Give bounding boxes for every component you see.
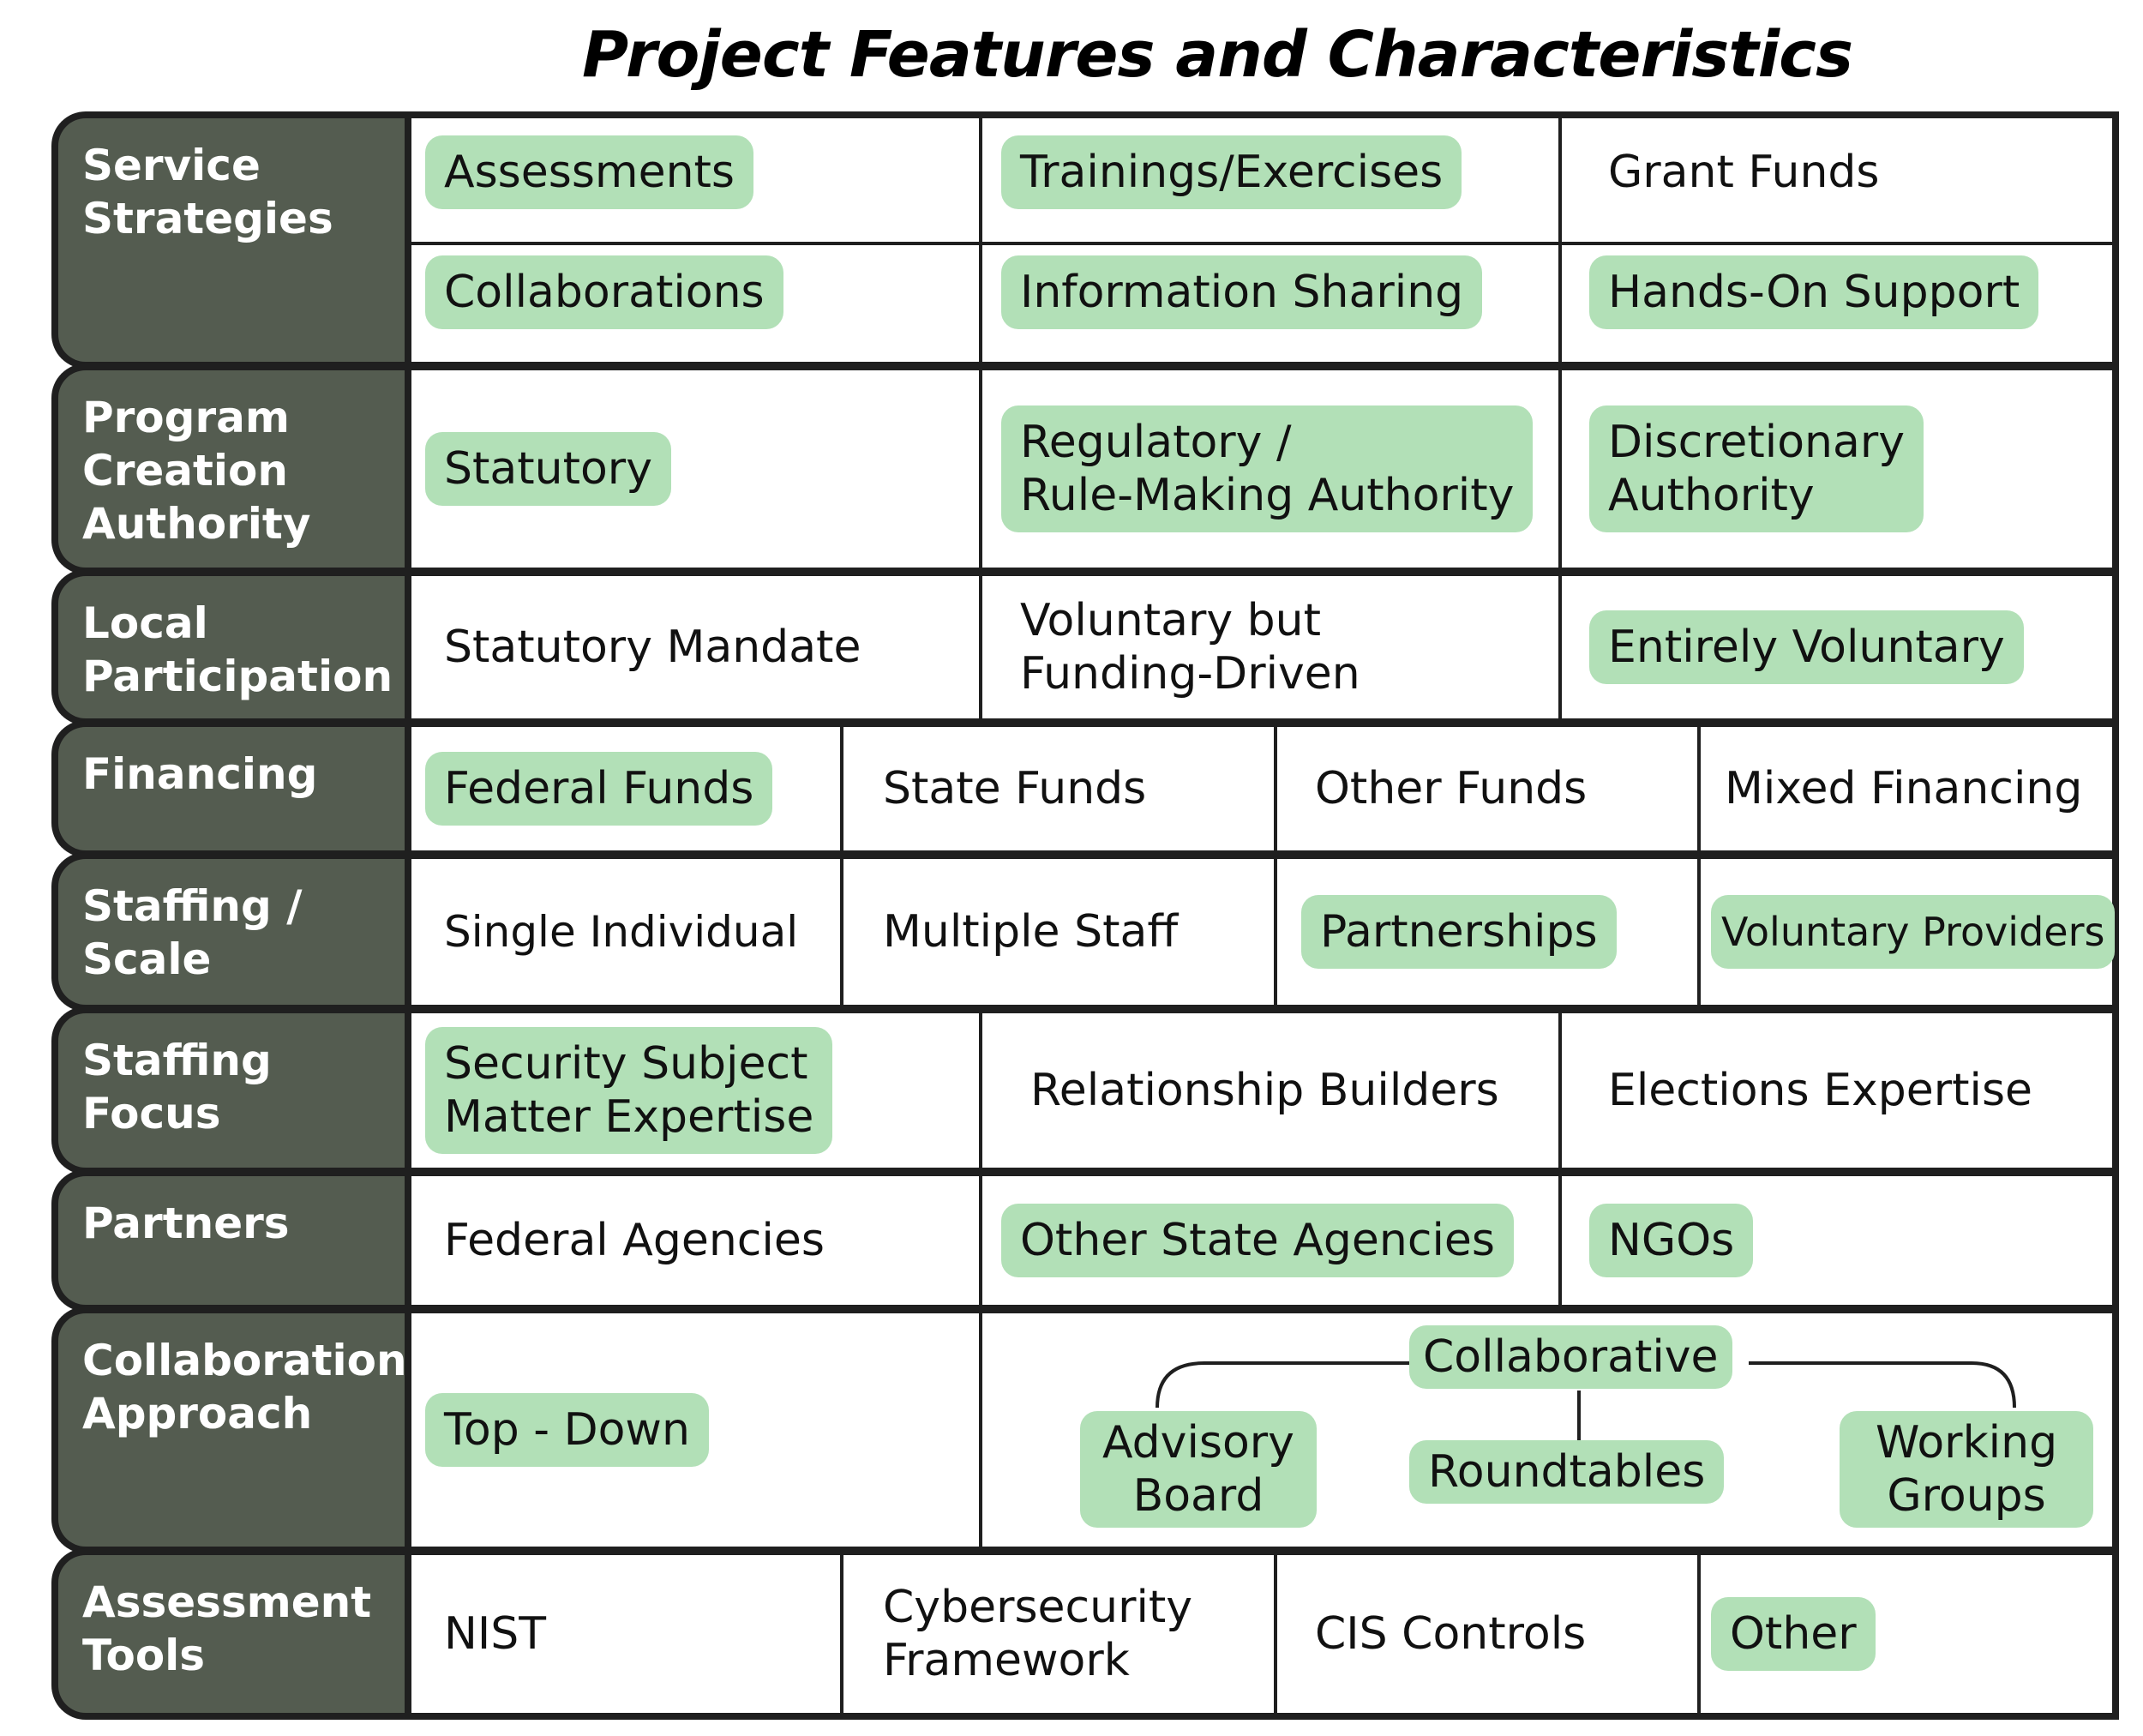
row-header-service-strategies: Service Strategies <box>51 111 411 369</box>
option-voluntary-providers: Voluntary Providers <box>1711 895 2116 969</box>
row-header-program-creation-authority: Program Creation Authority <box>51 363 411 574</box>
option-mixed-financing: Mixed Financing <box>1725 763 2083 814</box>
option-partnerships: Partnerships <box>1301 895 1617 969</box>
row-panel-financing: Federal Funds State Funds Other Funds Mi… <box>405 720 2119 857</box>
option-other-state-agencies: Other State Agencies <box>1001 1204 1514 1277</box>
option-federal-funds: Federal Funds <box>425 752 773 826</box>
row-panel-staffing-scale: Single Individual Multiple Staff Partner… <box>405 852 2119 1012</box>
option-roundtables: Roundtables <box>1409 1440 1725 1504</box>
option-other-funds: Other Funds <box>1315 763 1588 814</box>
option-collaborative: Collaborative <box>1409 1325 1732 1389</box>
option-relationship-builders: Relationship Builders <box>1030 1065 1499 1116</box>
row-header-staffing-scale: Staffing / Scale <box>51 852 411 1012</box>
option-cybersecurity-framework: Cybersecurity Framework <box>883 1582 1193 1686</box>
option-advisory-board: Advisory Board <box>1080 1411 1317 1528</box>
option-state-funds: State Funds <box>883 763 1147 814</box>
row-panel-program-creation-authority: Statutory Regulatory / Rule-Making Autho… <box>405 363 2119 574</box>
option-cis-controls: CIS Controls <box>1315 1608 1587 1660</box>
option-working-groups: Working Groups <box>1840 1411 2094 1528</box>
row-header-assessment-tools: Assessment Tools <box>51 1548 411 1720</box>
row-panel-assessment-tools: NIST Cybersecurity Framework CIS Control… <box>405 1548 2119 1720</box>
option-collaborations: Collaborations <box>425 255 783 329</box>
option-entirely-voluntary: Entirely Voluntary <box>1589 610 2024 684</box>
option-single-individual: Single Individual <box>444 907 799 957</box>
option-assessments: Assessments <box>425 135 754 209</box>
option-information-sharing: Information Sharing <box>1001 255 1483 329</box>
option-ngos: NGOs <box>1589 1204 1754 1277</box>
option-federal-agencies: Federal Agencies <box>444 1215 825 1266</box>
page-title: Project Features and Characteristics <box>581 18 1853 92</box>
row-panel-partners: Federal Agencies Other State Agencies NG… <box>405 1169 2119 1312</box>
row-header-collaboration-approach: Collaboration Approach <box>51 1307 411 1553</box>
option-regulatory-rule-making: Regulatory / Rule-Making Authority <box>1001 405 1534 532</box>
option-grant-funds: Grant Funds <box>1608 147 1880 198</box>
option-top-down: Top - Down <box>425 1393 709 1467</box>
option-other: Other <box>1711 1597 1876 1671</box>
row-header-local-participation: Local Participation <box>51 569 411 725</box>
option-hands-on-support: Hands-On Support <box>1589 255 2039 329</box>
row-panel-local-participation: Statutory Mandate Voluntary but Funding-… <box>405 569 2119 725</box>
row-panel-collaboration-approach: Top - Down Collaborative Advisory Board … <box>405 1307 2119 1553</box>
option-security-sme: Security Subject Matter Expertise <box>425 1027 833 1154</box>
row-header-financing: Financing <box>51 720 411 857</box>
option-nist: NIST <box>444 1608 547 1660</box>
option-elections-expertise: Elections Expertise <box>1608 1065 2033 1116</box>
option-trainings-exercises: Trainings/Exercises <box>1001 135 1462 209</box>
row-header-staffing-focus: Staffing Focus <box>51 1006 411 1174</box>
row-panel-staffing-focus: Security Subject Matter Expertise Relati… <box>405 1006 2119 1174</box>
row-panel-service-strategies: Assessments Trainings/Exercises Grant Fu… <box>405 111 2119 369</box>
option-discretionary-authority: Discretionary Authority <box>1589 405 1924 532</box>
option-statutory: Statutory <box>425 432 671 506</box>
option-multiple-staff: Multiple Staff <box>883 906 1179 958</box>
row-header-partners: Partners <box>51 1169 411 1312</box>
option-voluntary-funding-driven: Voluntary but Funding-Driven <box>1020 595 1360 700</box>
option-statutory-mandate: Statutory Mandate <box>444 622 861 673</box>
